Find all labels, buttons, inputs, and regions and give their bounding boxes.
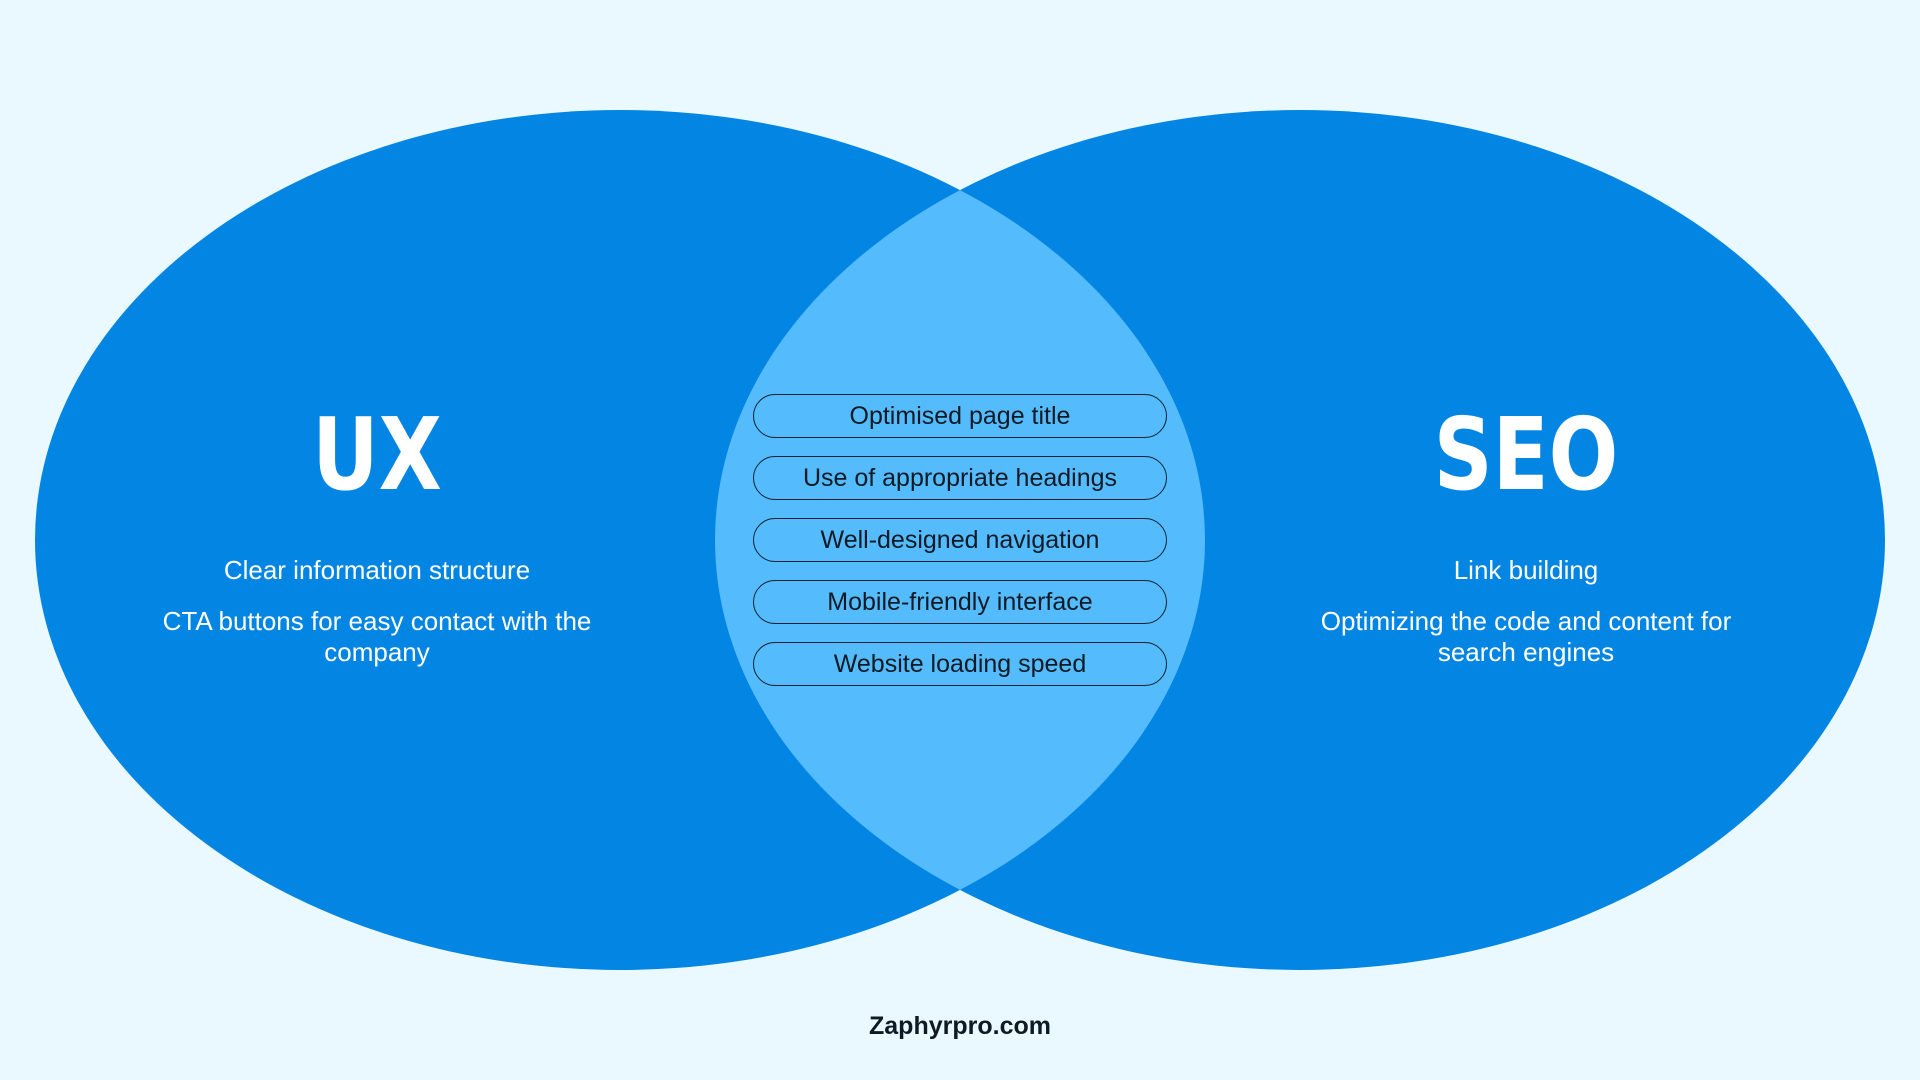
ux-item: CTA buttons for easy contact with the co… <box>162 606 592 667</box>
shared-item-pill: Mobile-friendly interface <box>753 580 1167 624</box>
shared-items: Optimised page title Use of appropriate … <box>753 394 1167 704</box>
seo-item: Link building <box>1453 555 1599 585</box>
ux-items: Clear information structure CTA buttons … <box>142 555 612 688</box>
overlap-region <box>715 110 1205 970</box>
ux-title: UX <box>312 396 442 513</box>
seo-title: SEO <box>1433 396 1619 513</box>
seo-item: Optimizing the code and content for sear… <box>1320 606 1732 667</box>
shared-item-pill: Website loading speed <box>753 642 1167 686</box>
shared-item-pill: Well-designed navigation <box>753 518 1167 562</box>
footer-brand: Zaphyrpro.com <box>869 1012 1051 1040</box>
shared-item-pill: Optimised page title <box>753 394 1167 438</box>
seo-items: Link building Optimizing the code and co… <box>1291 555 1761 688</box>
shared-item-pill: Use of appropriate headings <box>753 456 1167 500</box>
ux-item: Clear information structure <box>223 555 531 585</box>
